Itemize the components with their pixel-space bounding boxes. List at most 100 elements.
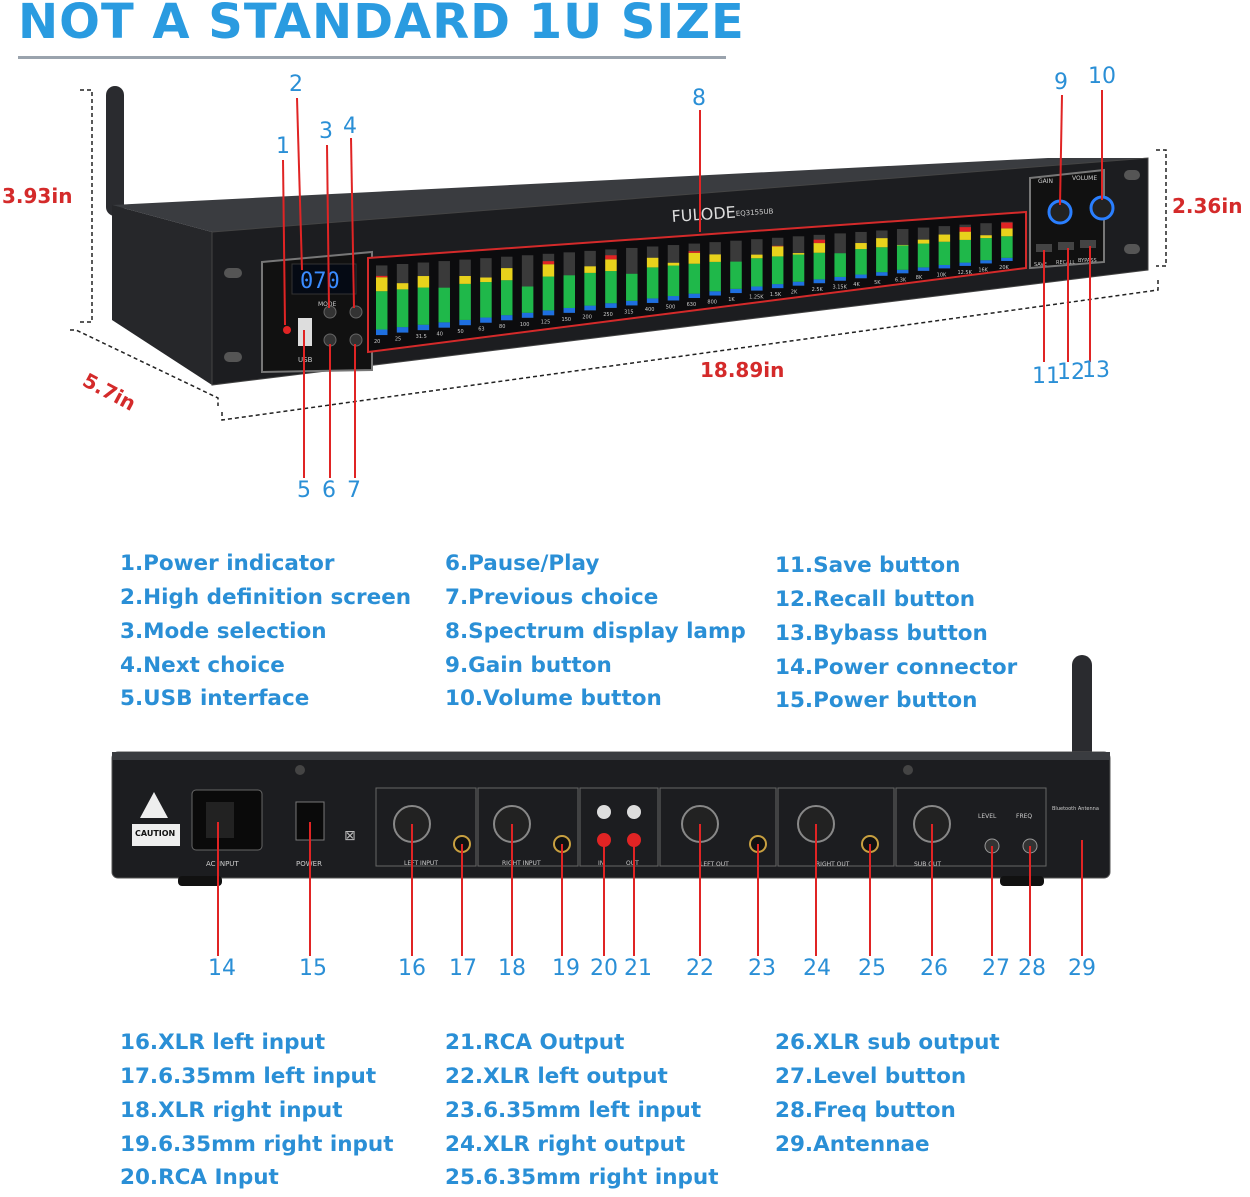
spectrum-bar	[459, 283, 471, 320]
spectrum-bar	[938, 264, 951, 269]
spectrum-bar	[1001, 228, 1013, 237]
legend-item: 23.6.35mm left input	[445, 1098, 702, 1123]
recall-button[interactable]	[1058, 242, 1074, 250]
rear-top-edge	[112, 752, 1110, 760]
right-input-panel	[477, 787, 579, 867]
spectrum-bar	[959, 239, 971, 263]
warning-triangle-icon	[140, 792, 168, 818]
callout-4: 4	[343, 114, 357, 139]
legend-item: 11.Save button	[775, 553, 961, 578]
spectrum-bar	[688, 293, 701, 298]
spectrum-bar	[980, 235, 992, 239]
frequency-label: 6.3K	[895, 277, 907, 283]
callout-12: 12	[1057, 360, 1085, 385]
spectrum-bar	[917, 243, 930, 268]
power-indicator	[283, 326, 291, 334]
frequency-label: 500	[666, 304, 676, 310]
legend-item: 2.High definition screen	[120, 585, 412, 610]
frequency-label: 315	[624, 309, 634, 315]
spectrum-bar	[542, 276, 555, 311]
front-legend-col1: 1.Power indicator 2.High definition scre…	[120, 547, 411, 716]
legend-item: 1.Power indicator	[120, 551, 335, 576]
usb-label: USB	[298, 356, 313, 364]
callout-11: 11	[1032, 364, 1060, 389]
callout-23: 23	[748, 956, 776, 981]
callout-line-3	[326, 144, 330, 309]
spectrum-bar	[396, 327, 409, 333]
spectrum-bar	[501, 268, 513, 281]
callout-line-9	[1059, 94, 1063, 206]
spectrum-bar	[396, 289, 409, 328]
legend-item: 29.Antennae	[775, 1132, 930, 1157]
spectrum-bar	[376, 291, 388, 330]
spectrum-bar	[876, 272, 888, 276]
spectrum-bar	[667, 265, 680, 297]
spectrum-bar	[605, 255, 617, 260]
save-label: SAVE	[1034, 262, 1047, 268]
spectrum-bar	[417, 276, 430, 288]
legend-item: 26.XLR sub output	[775, 1030, 1000, 1055]
bypass-button[interactable]	[1080, 240, 1096, 248]
chassis-side	[112, 205, 212, 385]
callout-15: 15	[299, 956, 327, 981]
frequency-label: 125	[541, 319, 551, 325]
callout-19: 19	[552, 956, 580, 981]
right-out-label: RIGHT OUT	[816, 861, 850, 868]
spectrum-bar	[1001, 257, 1013, 261]
spectrum-bar	[459, 276, 471, 284]
spectrum-bar	[626, 300, 638, 306]
rca-panel	[579, 787, 659, 867]
caution-label-plate	[132, 824, 180, 846]
spectrum-bar	[376, 277, 388, 292]
legend-item: 6.Pause/Play	[445, 551, 600, 576]
spectrum-bar	[959, 262, 971, 266]
panel-height-dimension-line	[1156, 149, 1167, 267]
left-out-label: LEFT OUT	[700, 861, 729, 868]
title-underline	[18, 56, 726, 59]
model-label: EQ3155UB	[736, 207, 774, 218]
spectrum-bar	[521, 312, 534, 318]
frequency-label: 2.5K	[812, 287, 824, 293]
next-button[interactable]	[349, 305, 363, 319]
front-legend-col3: 11.Save button 12.Recall button 13.Bybas…	[775, 549, 1017, 718]
spectrum-bar	[542, 310, 555, 316]
legend-item: 24.XLR right output	[445, 1132, 686, 1157]
callout-2: 2	[289, 72, 303, 97]
front-legend-col2: 6.Pause/Play 7.Previous choice 8.Spectru…	[445, 547, 746, 716]
legend-item: 9.Gain button	[445, 653, 612, 678]
callout-13: 13	[1082, 358, 1110, 383]
rear-unit-illustration: CAUTION AC INPUT POWER ⊠ LEFT INPUT RIGH…	[111, 655, 1111, 956]
legend-item: 3.Mode selection	[120, 619, 327, 644]
frequency-label: 8K	[916, 275, 923, 281]
spectrum-bar	[813, 239, 826, 244]
frequency-label: 5K	[874, 280, 881, 286]
callout-18: 18	[498, 956, 526, 981]
mode-button[interactable]	[323, 305, 337, 319]
callout-22: 22	[686, 956, 714, 981]
frequency-label: 10K	[937, 272, 947, 278]
legend-item: 4.Next choice	[120, 653, 285, 678]
spectrum-bar	[605, 271, 617, 304]
spectrum-bar	[480, 282, 492, 318]
volume-knob[interactable]	[1089, 195, 1115, 221]
legend-item: 15.Power button	[775, 688, 978, 713]
frequency-label: 1.25K	[749, 295, 764, 301]
frequency-label: 400	[645, 307, 655, 313]
rca-in-left[interactable]	[597, 805, 611, 819]
save-button[interactable]	[1036, 244, 1052, 252]
frequency-label: 1.5K	[770, 292, 782, 298]
spectrum-bar	[709, 291, 721, 296]
spectrum-bar	[834, 276, 846, 281]
spectrum-bar	[376, 275, 388, 278]
chassis-top	[112, 158, 1148, 232]
spectrum-bar	[813, 252, 826, 280]
rca-out-left[interactable]	[627, 805, 641, 819]
spectrum-bar	[959, 231, 971, 240]
depth-dimension-line	[70, 329, 219, 406]
spectrum-bar	[667, 262, 680, 266]
spectrum-bar	[813, 243, 826, 253]
screw	[903, 765, 913, 775]
frequency-label: 250	[603, 312, 613, 318]
spectrum-bar	[792, 281, 805, 286]
